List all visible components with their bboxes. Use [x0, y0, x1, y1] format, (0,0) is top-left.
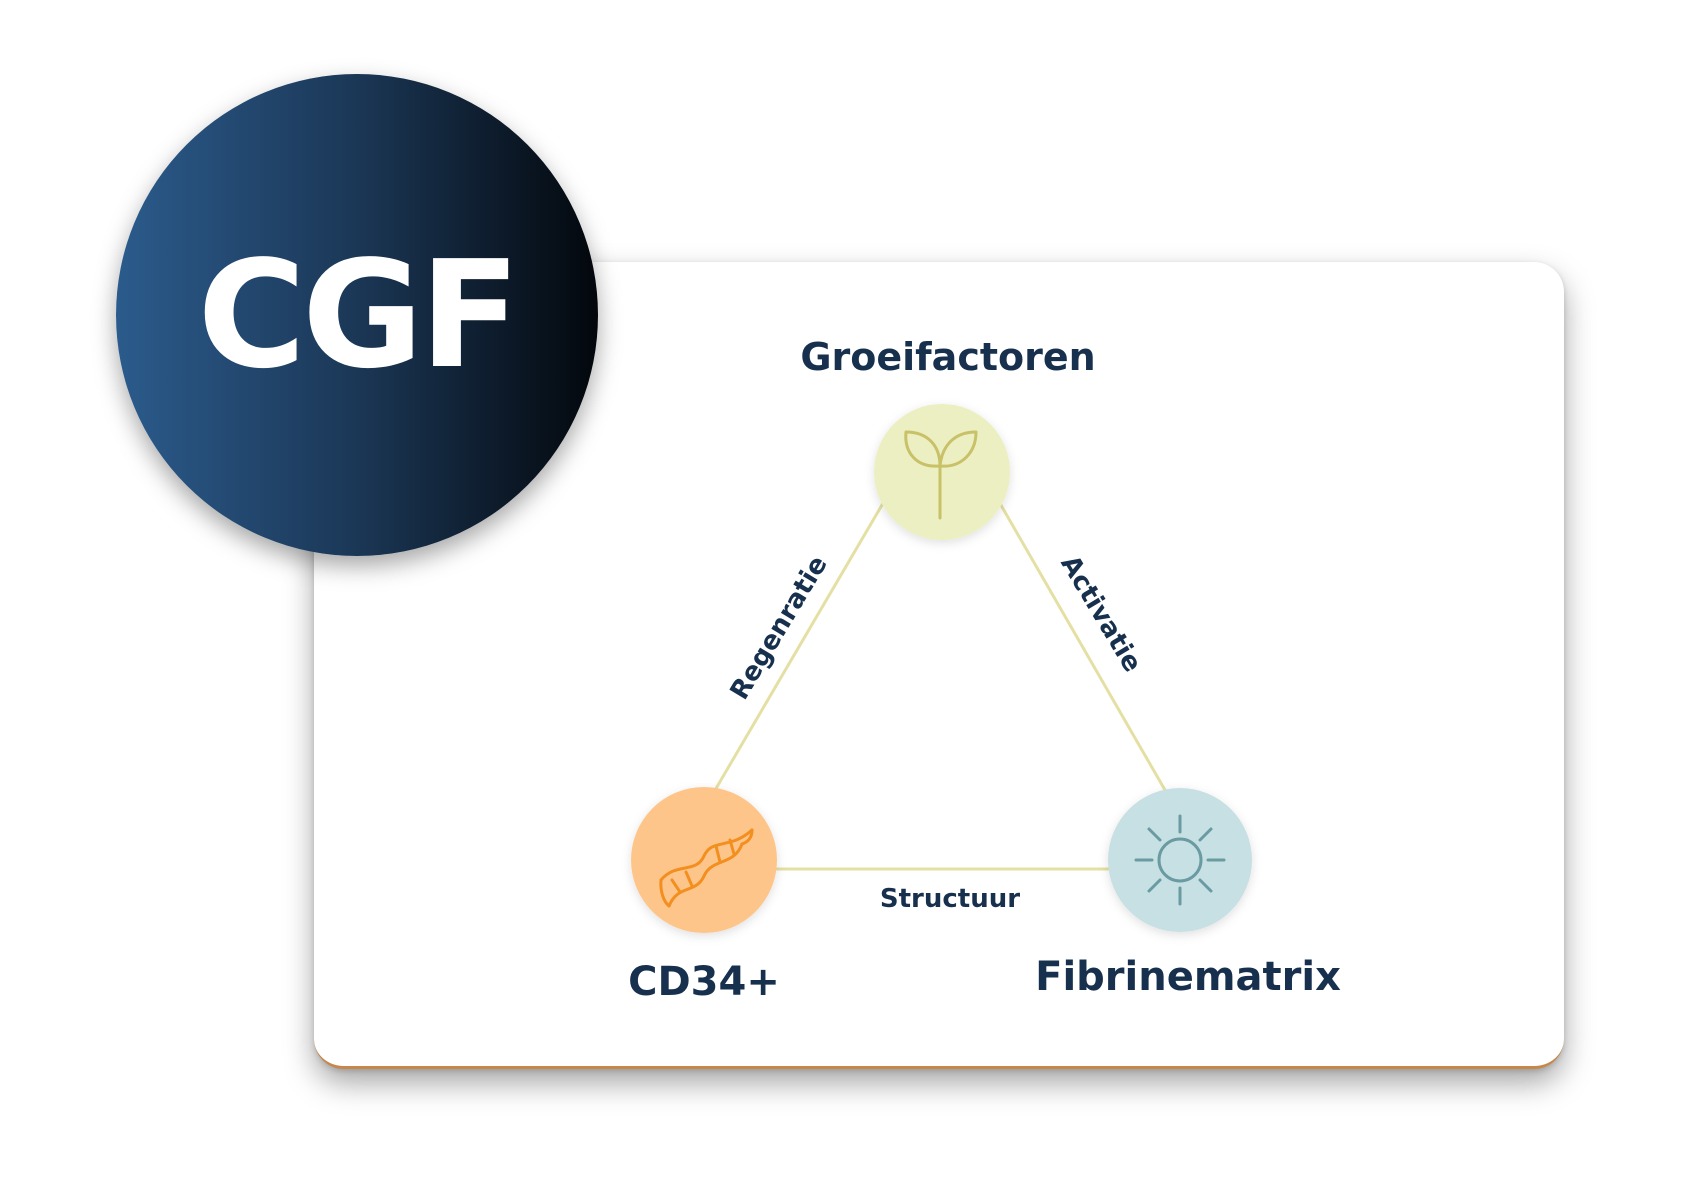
node-label-cd34: CD34+ [628, 959, 780, 1005]
sprout-icon [904, 430, 978, 520]
edge-line-left [709, 492, 891, 798]
cgf-badge: CGF [116, 74, 598, 556]
dna-icon [659, 828, 754, 908]
node-groeifactoren [874, 404, 1010, 540]
node-circle-cd34 [631, 787, 777, 933]
edge-label-activatie: Activatie [1054, 550, 1147, 677]
node-label-fibrinematrix: Fibrinematrix [1035, 954, 1341, 1000]
node-label-groeifactoren: Groeifactoren [800, 335, 1095, 379]
sun-icon [1134, 814, 1226, 906]
node-cd34 [631, 787, 777, 933]
badge-text: CGF [197, 229, 520, 401]
node-circle-fibrinematrix [1108, 788, 1252, 932]
node-circle-groeifactoren [874, 404, 1010, 540]
edge-line-right [992, 492, 1171, 798]
node-fibrinematrix [1108, 788, 1252, 932]
edge-label-structuur: Structuur [880, 884, 1020, 914]
